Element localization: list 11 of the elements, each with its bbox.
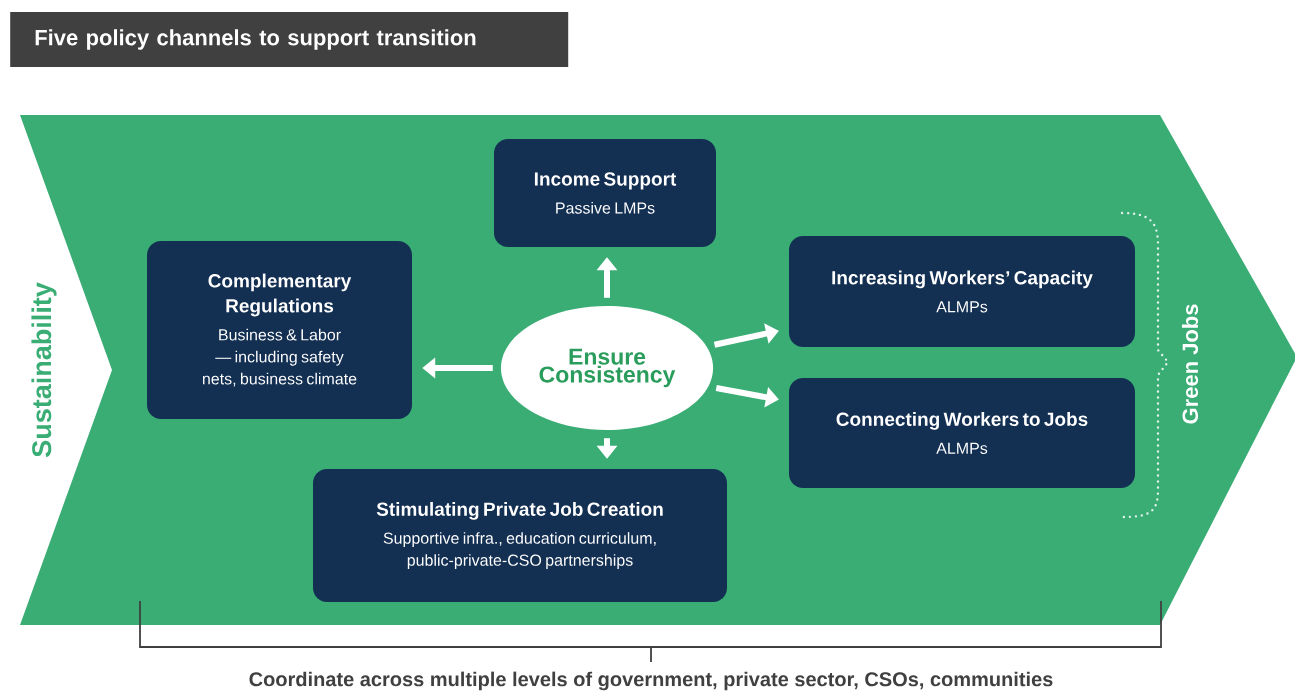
caption-text: Coordinate across multiple levels of government, private sector, CSOs, communities (249, 671, 1053, 691)
channel-box: Income Support Passive LMPs (494, 139, 716, 247)
channel-box: Stimulating Private Job Creation Supportive infra., education curriculum, public-private-CSO partnerships (313, 469, 727, 602)
side-label: Sustainability (31, 282, 57, 457)
side-label: Green Jobs (1181, 304, 1199, 424)
channel-box: Increasing Workers’ Capacity ALMPs (789, 236, 1135, 347)
channel-box: Connecting Workers to Jobs ALMPs (789, 378, 1135, 488)
title-banner: Five policy channels to support transition (10, 12, 569, 67)
arrow (713, 323, 779, 348)
channel-box: Complementary Regulations Business & Labor — including safety nets, business climate (147, 241, 412, 419)
oval: Ensure Consistency (500, 306, 714, 430)
